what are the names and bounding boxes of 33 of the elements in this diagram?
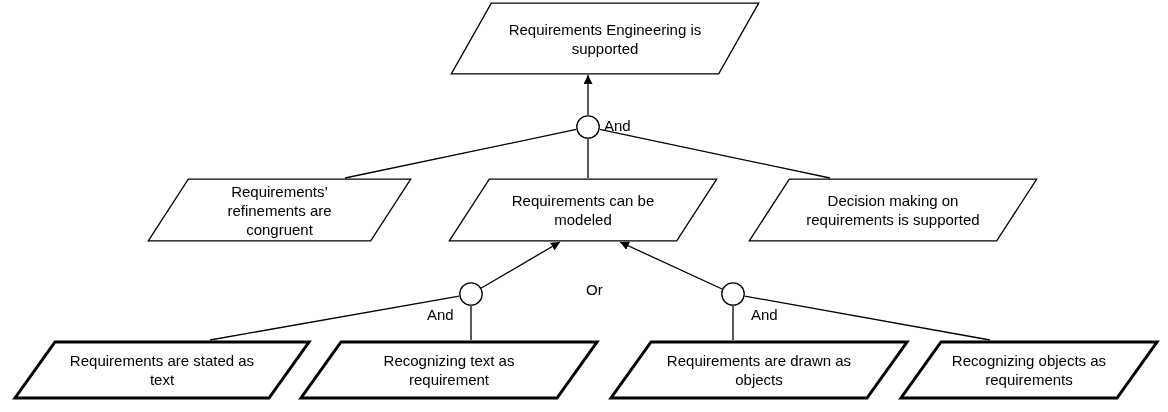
operator-label: And xyxy=(427,306,454,324)
goal-parallelogram xyxy=(448,178,718,242)
operator-label: And xyxy=(751,306,778,324)
goal-parallelogram xyxy=(748,178,1038,242)
node-text: Requirements are drawn as objects xyxy=(665,351,853,389)
goal-parallelogram xyxy=(147,178,412,242)
and-circle xyxy=(459,282,483,306)
arrow xyxy=(480,241,561,289)
connector-line xyxy=(470,305,472,341)
node-text: Decision making on requirements is supported xyxy=(805,191,981,229)
connector-line xyxy=(732,305,734,341)
bold-parallelogram xyxy=(12,340,312,400)
node-text: Requirements Engineering is supported xyxy=(507,19,703,58)
node-text: Requirements are stated as text xyxy=(68,351,256,389)
and-circle xyxy=(721,282,745,306)
arrow xyxy=(619,241,723,290)
bold-parallelogram xyxy=(898,340,1160,400)
node-text: Recognizing text as requirement xyxy=(382,351,516,389)
bold-parallelogram xyxy=(608,340,910,400)
connector-line xyxy=(587,138,589,179)
connector-line xyxy=(344,128,577,179)
bold-parallelogram xyxy=(298,340,600,400)
node-text: Requirements can be modeled xyxy=(510,191,656,229)
connector-line xyxy=(744,295,991,341)
node-text: Requirements’ refinements are congruent xyxy=(226,181,333,239)
node-text: Recognizing objects as requirements xyxy=(950,351,1108,389)
and-circle xyxy=(576,115,600,139)
arrow xyxy=(583,74,593,116)
connector-line xyxy=(209,295,460,341)
goal-parallelogram xyxy=(450,2,760,75)
operator-label: And xyxy=(604,117,631,135)
operator-label: Or xyxy=(586,281,603,299)
connector-line xyxy=(599,128,831,179)
